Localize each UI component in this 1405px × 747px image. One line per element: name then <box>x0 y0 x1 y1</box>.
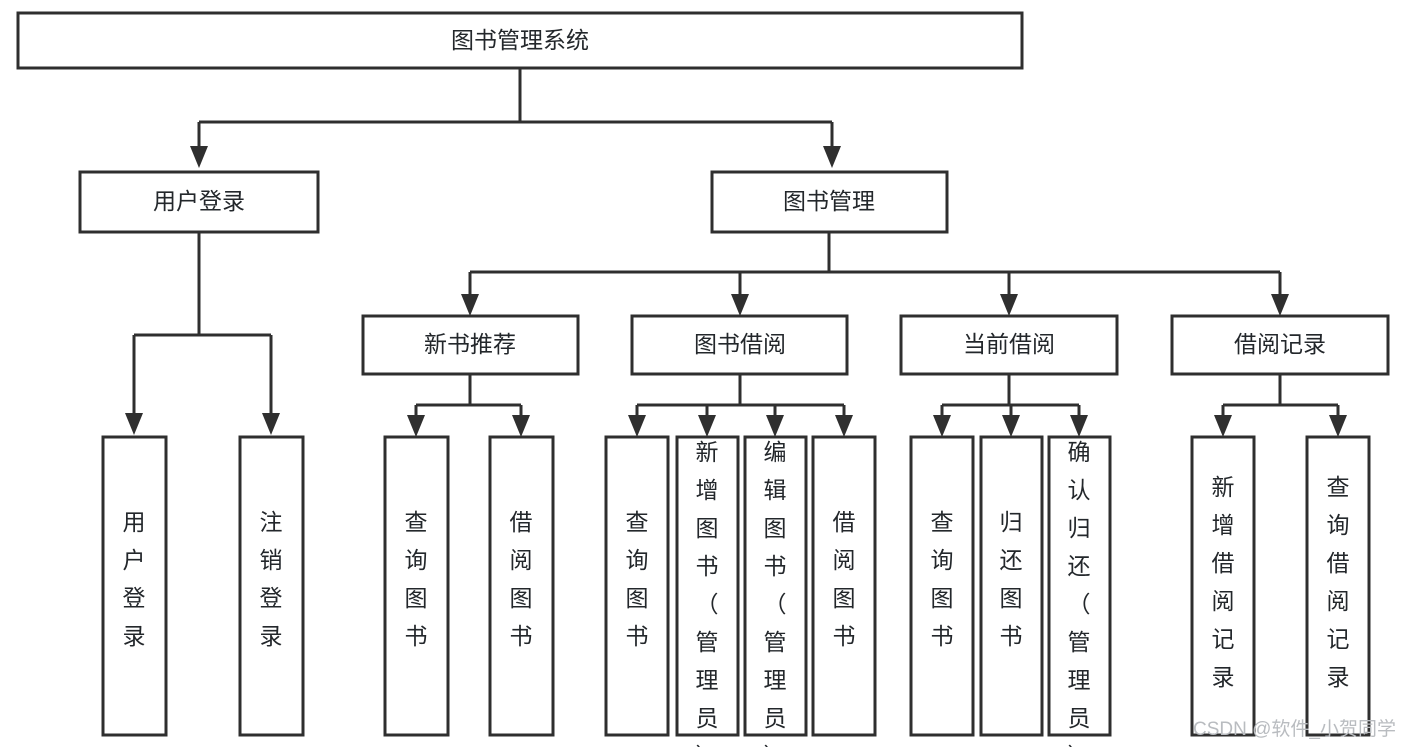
watermark-label: CSDN @软件_小贺同学 <box>1193 718 1396 740</box>
leaf-book-borrow-borrow[interactable]: 借阅图书 <box>811 435 877 737</box>
node-current-borrow-label: 当前借阅 <box>963 331 1055 357</box>
arrow-to-user-login-icon <box>190 146 208 168</box>
leaf-book-borrow-edit-label: 编辑图书（管理员） <box>764 439 787 747</box>
arrow-to-leaf-bb-2-icon <box>698 415 716 437</box>
arrow-to-leaf-user-login-icon <box>125 413 143 435</box>
arrow-to-leaf-logout-icon <box>262 413 280 435</box>
leaf-current-borrow-query[interactable]: 查询图书 <box>909 435 975 737</box>
arrow-to-borrow-record-icon <box>1271 294 1289 316</box>
leaf-book-borrow-edit[interactable]: 编辑图书（管理员） <box>743 435 808 747</box>
arrow-to-leaf-nb-1-icon <box>407 415 425 437</box>
node-book-borrow[interactable]: 图书借阅 <box>630 314 849 376</box>
leaf-borrow-record-query-label: 查询借阅记录 <box>1327 474 1350 690</box>
leaf-current-borrow-confirm-label: 确认归还（管理员） <box>1068 439 1091 747</box>
leaf-book-borrow-query-label: 查询图书 <box>626 509 649 649</box>
arrow-to-leaf-bb-1-icon <box>628 415 646 437</box>
arrow-to-leaf-cb-1-icon <box>933 415 951 437</box>
leaf-new-book-query[interactable]: 查询图书 <box>383 435 450 737</box>
arrow-to-new-book-recommend-icon <box>461 294 479 316</box>
leaf-borrow-record-add-label: 新增借阅记录 <box>1212 474 1235 690</box>
arrow-to-leaf-br-1-icon <box>1214 415 1232 437</box>
node-book-borrow-label: 图书借阅 <box>694 331 786 357</box>
leaf-user-login-login[interactable]: 用户登录 <box>101 435 168 737</box>
node-book-management-label: 图书管理 <box>783 188 875 214</box>
leaf-current-borrow-return[interactable]: 归还图书 <box>979 435 1044 737</box>
leaf-user-login-login-label: 用户登录 <box>123 509 146 649</box>
node-root-book-management-system[interactable]: 图书管理系统 <box>16 11 1024 70</box>
leaf-book-borrow-add-label: 新增图书（管理员） <box>696 439 719 747</box>
leaf-new-book-borrow-label: 借阅图书 <box>510 509 533 649</box>
leaf-book-borrow-borrow-label: 借阅图书 <box>833 509 856 649</box>
node-root-label: 图书管理系统 <box>451 27 589 53</box>
leaf-borrow-record-add[interactable]: 新增借阅记录 <box>1190 435 1256 737</box>
node-borrow-record-label: 借阅记录 <box>1234 331 1326 357</box>
arrow-to-leaf-bb-3-icon <box>766 415 784 437</box>
arrow-to-leaf-cb-2-icon <box>1002 415 1020 437</box>
arrow-to-book-borrow-icon <box>731 294 749 316</box>
leaf-book-borrow-query[interactable]: 查询图书 <box>604 435 670 737</box>
node-new-book-recommend-label: 新书推荐 <box>424 331 516 357</box>
leaf-new-book-borrow[interactable]: 借阅图书 <box>488 435 555 737</box>
arrow-to-book-management-icon <box>823 146 841 168</box>
leaf-book-borrow-add[interactable]: 新增图书（管理员） <box>675 435 740 747</box>
arrow-to-leaf-cb-3-icon <box>1070 415 1088 437</box>
node-user-login[interactable]: 用户登录 <box>78 170 320 234</box>
leaf-current-borrow-return-label: 归还图书 <box>1000 509 1023 649</box>
connector-layer <box>125 68 1347 437</box>
arrow-to-current-borrow-icon <box>1000 294 1018 316</box>
arrow-to-leaf-nb-2-icon <box>512 415 530 437</box>
leaf-current-borrow-confirm[interactable]: 确认归还（管理员） <box>1047 435 1112 747</box>
node-current-borrow[interactable]: 当前借阅 <box>899 314 1119 376</box>
arrow-to-leaf-br-2-icon <box>1329 415 1347 437</box>
node-borrow-record[interactable]: 借阅记录 <box>1170 314 1390 376</box>
leaf-current-borrow-query-label: 查询图书 <box>931 509 954 649</box>
node-new-book-recommend[interactable]: 新书推荐 <box>361 314 580 376</box>
arrow-to-leaf-bb-4-icon <box>835 415 853 437</box>
leaf-borrow-record-query[interactable]: 查询借阅记录 <box>1305 435 1371 737</box>
node-book-management[interactable]: 图书管理 <box>710 170 949 234</box>
leaf-user-login-logout[interactable]: 注销登录 <box>238 435 305 737</box>
leaf-user-login-logout-label: 注销登录 <box>260 509 283 649</box>
leaf-new-book-query-label: 查询图书 <box>405 509 428 649</box>
node-user-login-label: 用户登录 <box>153 188 245 214</box>
